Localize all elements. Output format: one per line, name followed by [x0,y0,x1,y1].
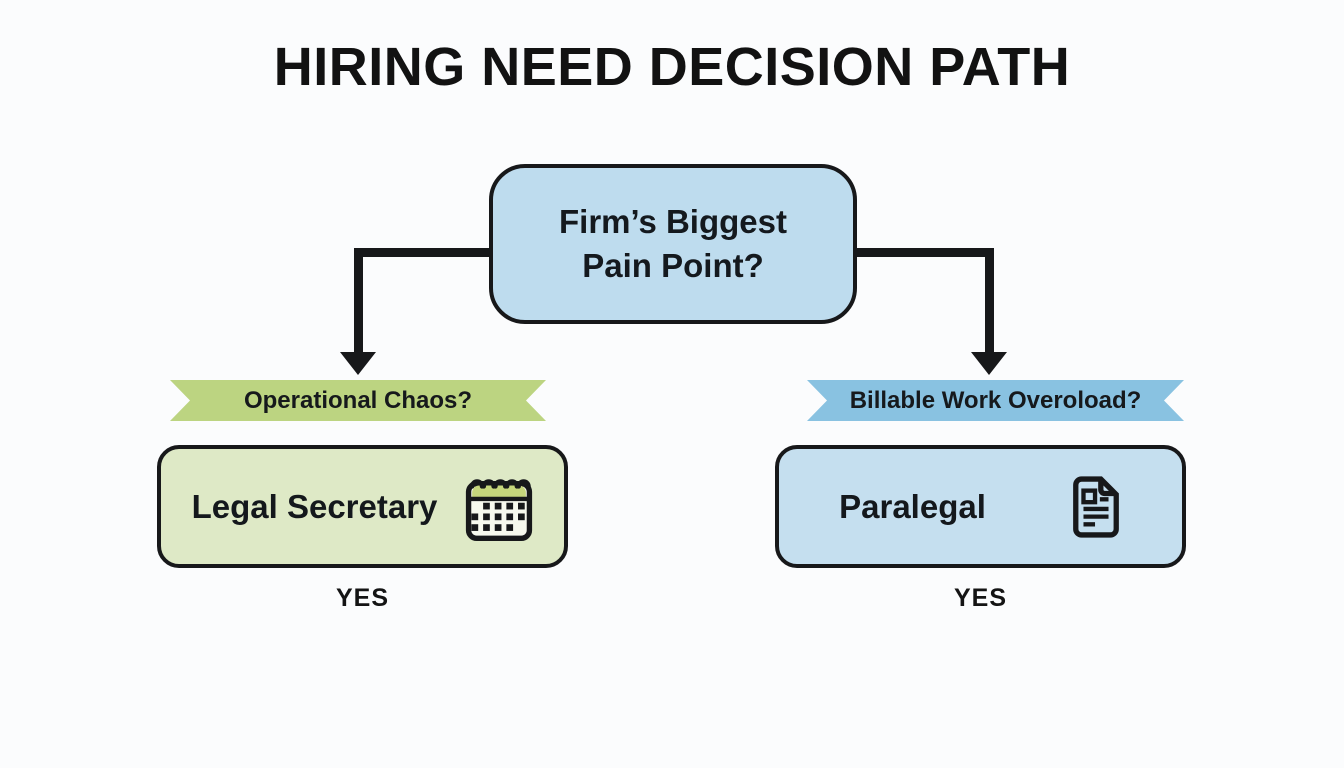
left-answer-label: YES [335,584,390,612]
page-title: HIRING NEED DECISION PATH [273,37,1071,97]
left-connector-horizontal [354,248,491,257]
right-connector-vertical [985,248,994,355]
left-arrowhead-icon [340,352,376,375]
left-branch-question: Operational Chaos? [243,386,473,414]
right-branch-question: Billable Work Overoload? [849,386,1142,414]
right-connector-horizontal [855,248,994,257]
document-icon [1073,475,1119,538]
right-answer-label: YES [953,584,1008,612]
root-decision-node: Firm’s Biggest Pain Point? [489,164,857,324]
right-branch-ribbon: Billable Work Overoload? [807,380,1184,421]
left-connector-vertical [354,248,363,355]
left-role-box: Legal Secretary [157,445,568,568]
right-arrowhead-icon [971,352,1007,375]
left-role-label: Legal Secretary [191,487,438,525]
left-branch-ribbon: Operational Chaos? [170,380,546,421]
calendar-icon [466,478,533,541]
right-role-label: Paralegal [839,487,986,525]
right-role-box: Paralegal [775,445,1186,568]
root-decision-label: Firm’s Biggest Pain Point? [559,203,787,284]
